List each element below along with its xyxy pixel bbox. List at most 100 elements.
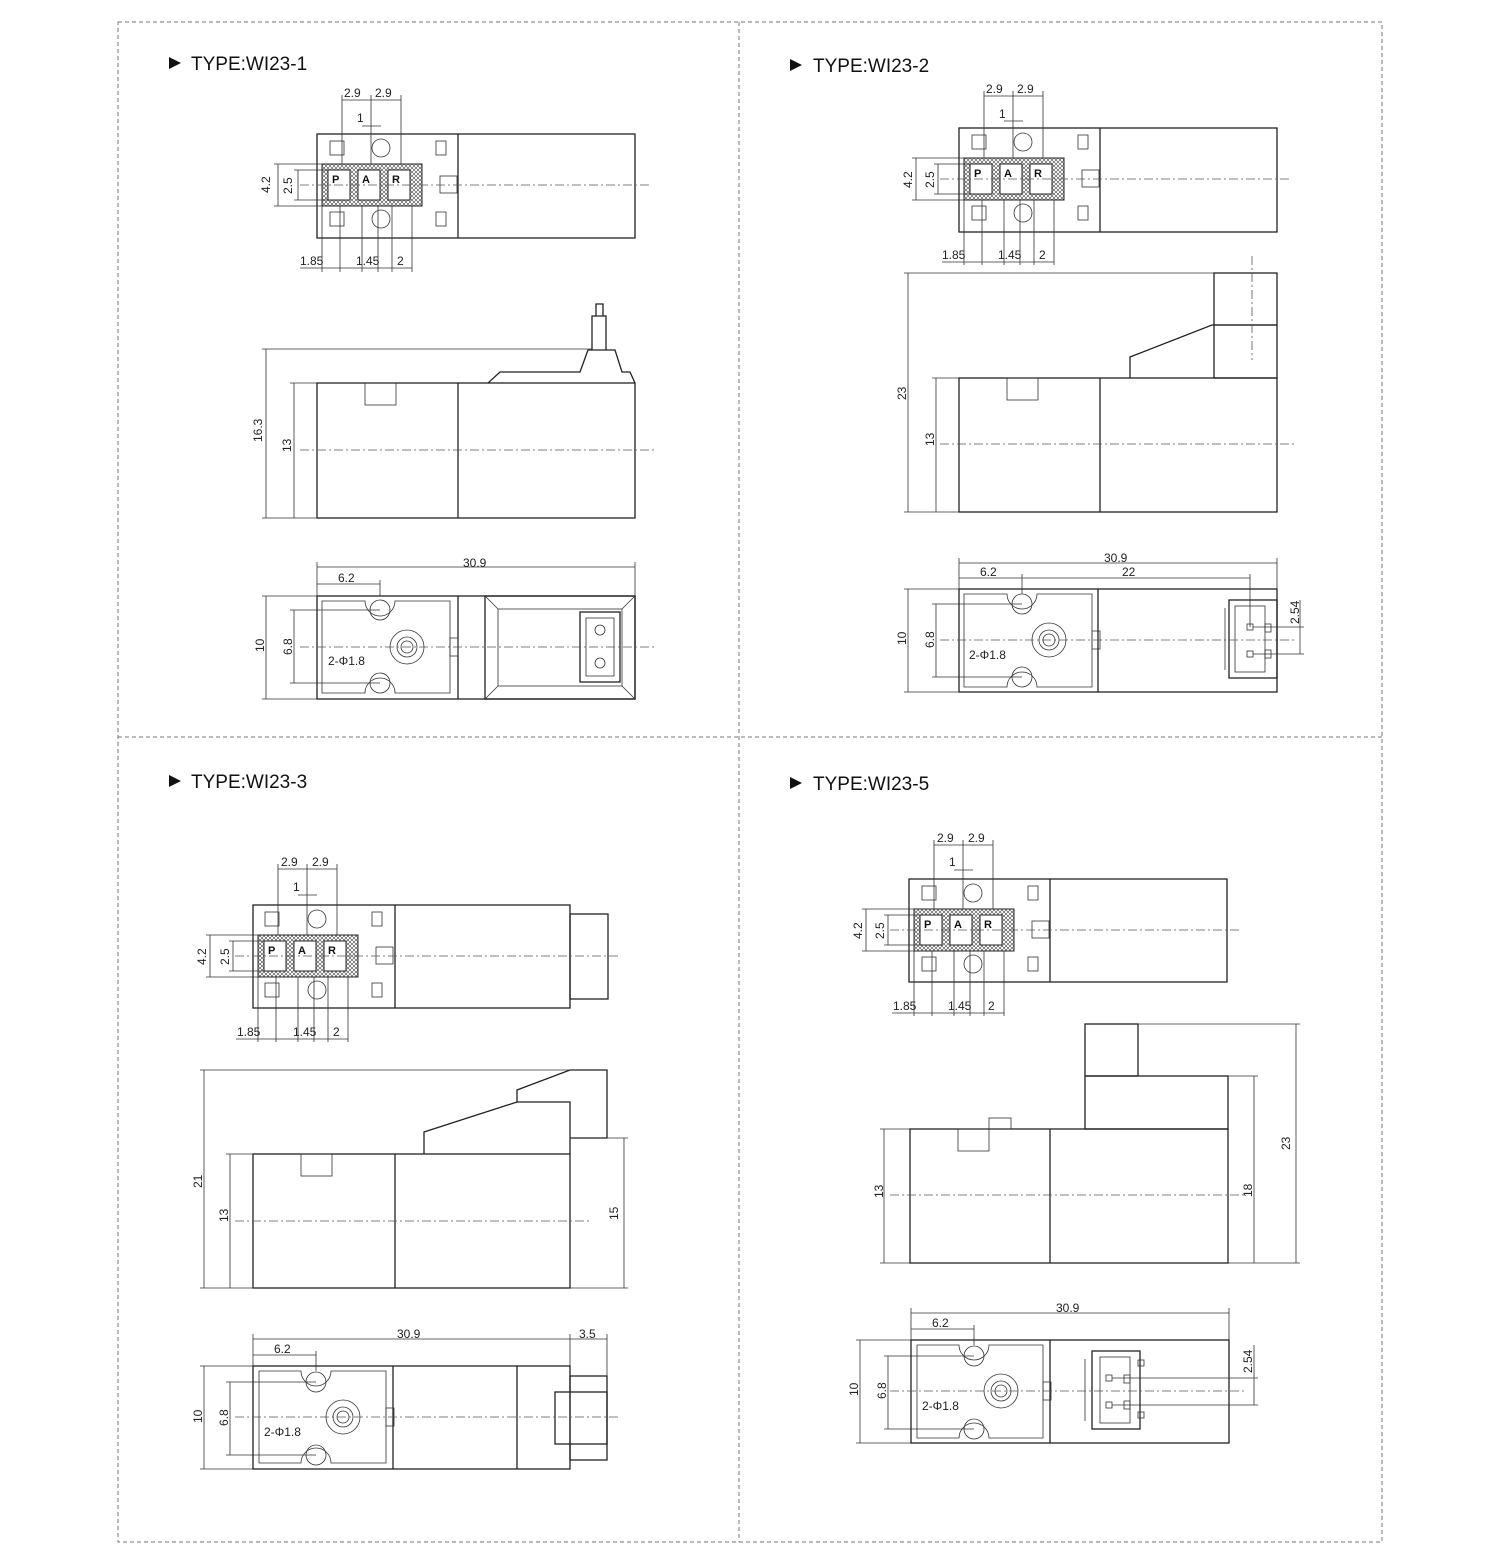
dim-height-outer: 4.2: [901, 171, 915, 188]
hole-callout: 2-Φ1.8: [264, 1425, 301, 1439]
side-view: 23 13: [895, 256, 1295, 513]
dim-left-gap: 1.85: [237, 1025, 261, 1039]
title-arrow-icon: [169, 775, 181, 787]
dim-length: 30.9: [1104, 551, 1128, 565]
dim-pin-pitch: 2.54: [1241, 1349, 1255, 1373]
dim-hole-offset: 6.2: [980, 565, 997, 579]
dim-height-outer: 4.2: [259, 176, 273, 193]
dim-height-body: 13: [923, 432, 937, 446]
panel-wi23-5: TYPE:WI23-5 P A R 2.9 2.9: [790, 774, 1300, 1444]
bottom-view: 30.9 6.2 2.54 10 6.8 2-Φ1.8: [847, 1301, 1258, 1444]
panel-wi23-3: TYPE:WI23-3 P A R 2.9 2.9: [169, 772, 628, 1470]
dim-hole-offset: 6.2: [932, 1316, 949, 1330]
port-r-label: R: [984, 919, 992, 931]
dim-height-total: 21: [191, 1174, 205, 1188]
dim-height-body: 13: [217, 1208, 231, 1222]
bottom-view: 30.9 3.5 6.2 10 6.8 2-Φ1.8: [191, 1327, 620, 1470]
dim-pin-pitch: 2.54: [1288, 600, 1302, 624]
dim-height-connector: 15: [607, 1206, 621, 1220]
dim-length: 30.9: [463, 556, 487, 570]
side-view: 21 13 15: [191, 1069, 628, 1289]
dim-height-inner: 2.5: [281, 177, 295, 194]
panel-title: TYPE:WI23-1: [191, 54, 307, 75]
dim-pitch-b: 2.9: [1017, 82, 1034, 96]
dim-height-inner: 2.5: [873, 922, 887, 939]
title-arrow-icon: [790, 59, 802, 71]
dim-hole-pitch: 6.8: [923, 631, 937, 648]
dim-hole-pitch: 6.8: [217, 1409, 231, 1426]
dim-pitch-a: 2.9: [344, 86, 361, 100]
port-a-label: A: [362, 174, 370, 186]
dim-pitch-b: 2.9: [375, 86, 392, 100]
dim-hole-offset: 6.2: [338, 571, 355, 585]
bottom-view: 30.9 6.2 22 2.54 10 6.8 2-Φ1.8: [895, 551, 1304, 693]
dim-height-total: 16.3: [251, 418, 265, 442]
dim-width: 10: [191, 1409, 205, 1423]
side-view: 13 18 23: [872, 1023, 1300, 1264]
dim-pitch-a: 2.9: [937, 831, 954, 845]
dim-mid-gap: 1.45: [998, 248, 1022, 262]
dim-width: 10: [253, 638, 267, 652]
dim-height-outer: 4.2: [195, 948, 209, 965]
dim-pitch-b: 2.9: [312, 855, 329, 869]
hole-callout: 2-Φ1.8: [969, 648, 1006, 662]
side-view: 16.3 13: [251, 303, 655, 519]
hole-callout: 2-Φ1.8: [328, 654, 365, 668]
panel-wi23-2: TYPE:WI23-2 P A R 2.9 2.9: [790, 56, 1304, 693]
dim-offset: 1: [293, 880, 300, 894]
dim-height-total: 23: [895, 386, 909, 400]
port-r-label: R: [1034, 168, 1042, 180]
dim-offset: 1: [357, 111, 364, 125]
dim-height-inner: 2.5: [218, 948, 232, 965]
dim-length: 30.9: [1056, 1301, 1080, 1315]
title-arrow-icon: [169, 57, 181, 69]
dim-height-total: 23: [1279, 1136, 1293, 1150]
port-p-label: P: [924, 919, 931, 931]
dim-hole-offset: 6.2: [274, 1342, 291, 1356]
dim-height-inner: 2.5: [923, 171, 937, 188]
panel-title: TYPE:WI23-5: [813, 774, 929, 795]
port-a-label: A: [954, 919, 962, 931]
dim-overhang: 3.5: [579, 1327, 596, 1341]
sheet-frame: [117, 21, 1383, 1543]
panel-title: TYPE:WI23-2: [813, 56, 929, 77]
dim-right-gap: 2: [397, 254, 404, 268]
dim-pitch-b: 2.9: [968, 831, 985, 845]
dim-right-gap: 2: [333, 1025, 340, 1039]
port-p-label: P: [268, 945, 275, 957]
dim-left-gap: 1.85: [300, 254, 324, 268]
dim-hole-pitch: 6.8: [875, 1382, 889, 1399]
dim-width: 10: [847, 1382, 861, 1396]
top-view: P A R 2.9 2.9 1 4.2 2.5: [851, 831, 1240, 1016]
dim-offset: 1: [949, 855, 956, 869]
dim-right-gap: 2: [988, 999, 995, 1013]
dim-offset: 1: [999, 107, 1006, 121]
dim-left-gap: 1.85: [942, 248, 966, 262]
panel-wi23-1: TYPE:WI23-1 P A R 2.9 2.9: [169, 54, 655, 700]
panel-title: TYPE:WI23-3: [191, 772, 307, 793]
port-a-label: A: [298, 945, 306, 957]
dim-height-connector: 18: [1241, 1183, 1255, 1197]
port-r-label: R: [392, 174, 400, 186]
dim-right-gap: 2: [1039, 248, 1046, 262]
dim-width: 10: [895, 631, 909, 645]
dim-pitch-a: 2.9: [281, 855, 298, 869]
dim-mid-gap: 1.45: [948, 999, 972, 1013]
dim-mid-gap: 1.45: [293, 1025, 317, 1039]
port-r-label: R: [328, 945, 336, 957]
dim-mid-gap: 1.45: [356, 254, 380, 268]
title-arrow-icon: [790, 777, 802, 789]
top-view: P A R 2.9 2.9 1 4.2 2.5: [259, 86, 650, 272]
hole-callout: 2-Φ1.8: [922, 1399, 959, 1413]
dim-connector-offset: 22: [1122, 565, 1136, 579]
bottom-view: 30.9 6.2 10 6.8 2-Φ1.8: [253, 556, 655, 700]
dim-hole-pitch: 6.8: [281, 638, 295, 655]
dim-height-outer: 4.2: [851, 922, 865, 939]
top-view: P A R 2.9 2.9 1 4.2 2.5: [901, 82, 1290, 265]
dim-height-body: 13: [280, 438, 294, 452]
dim-height-body: 13: [872, 1184, 886, 1198]
port-p-label: P: [332, 174, 339, 186]
top-view: P A R 2.9 2.9 1 4.2 2.5: [195, 855, 620, 1042]
dim-length: 30.9: [397, 1327, 421, 1341]
